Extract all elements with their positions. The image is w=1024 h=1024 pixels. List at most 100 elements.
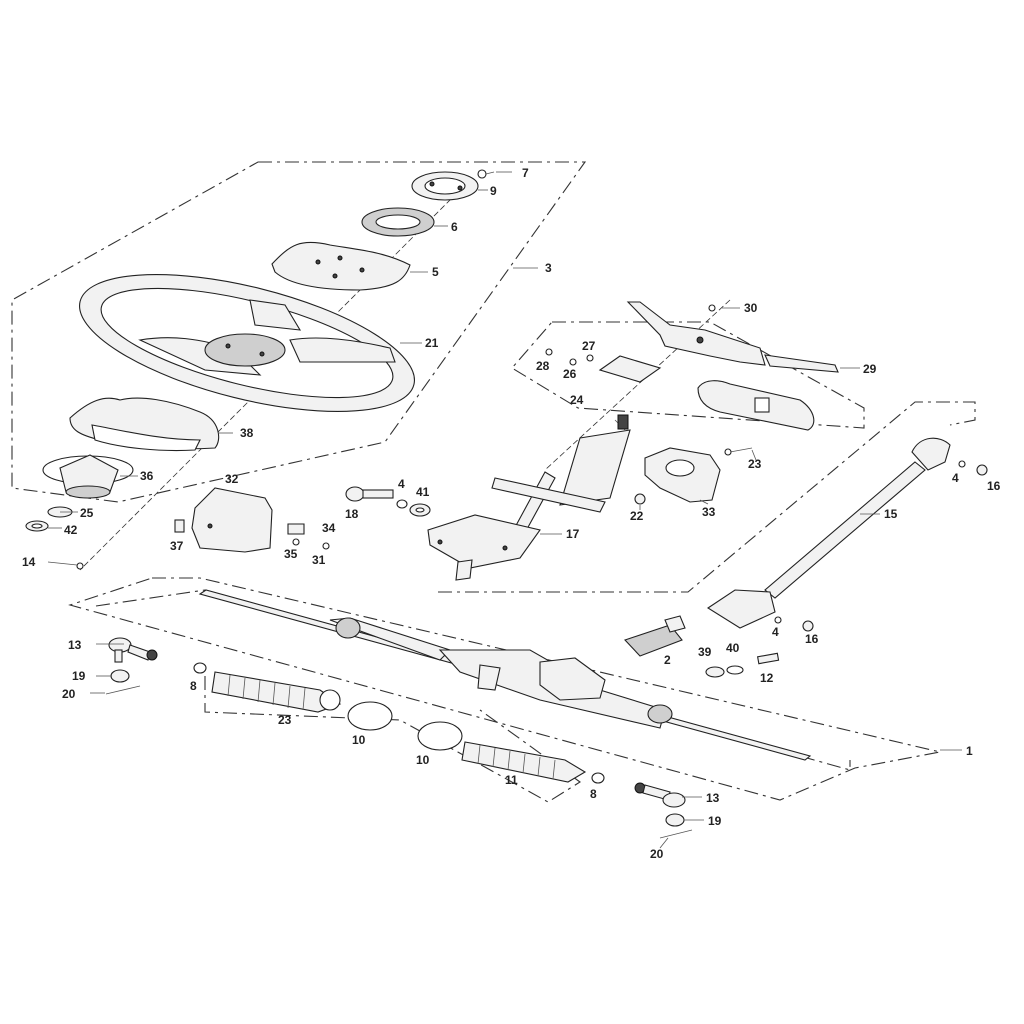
callout-10-right: 10 [416,753,430,767]
column-bracket-part-24 [598,355,662,383]
callout-11: 11 [505,773,518,787]
bolt-part-4-16-lower [774,616,814,632]
callout-22: 22 [630,509,644,523]
boot-part-23 [211,671,342,713]
callout-18: 18 [345,507,359,521]
callout-labels: 7 9 6 5 3 21 38 36 25 42 14 32 37 34 35 … [22,166,1001,861]
callout-23-boot: 23 [278,713,292,727]
horn-cap-part [411,171,479,201]
steering-rack-part [198,589,812,761]
callout-35: 35 [284,547,298,561]
steering-wheel-group-boundary [11,161,587,503]
column-boot-part [42,454,134,499]
callout-33: 33 [702,505,716,519]
nut-part-19-left [110,669,130,683]
callout-34: 34 [322,521,336,535]
callout-8-right: 8 [590,787,597,801]
shroud-lower-part [191,487,273,553]
boot-part-11 [461,741,587,783]
callout-10-left: 10 [352,733,366,747]
column-housing-part-33 [644,447,721,503]
callout-13-left: 13 [68,638,82,652]
washer-part-27 [586,354,594,362]
intermediate-shaft-part [706,437,951,629]
bolt-part-4-16-upper [958,460,988,476]
column-axis-line [544,299,731,471]
steering-wheel-part [79,274,415,412]
callout-39: 39 [698,645,712,659]
pinion-coupler-part-2 [624,615,686,657]
callout-41: 41 [416,485,430,499]
cotter-pin-20-left [105,685,141,695]
callout-12: 12 [760,671,774,685]
callout-20-right: 20 [650,847,664,861]
callout-36: 36 [140,469,154,483]
column-assembly-boundary [438,401,976,593]
column-group-boundary [511,321,865,429]
tie-rod-end-right [634,782,686,808]
washer-part-41 [409,503,431,517]
combination-switch-part [626,301,839,373]
bolt-part-18 [345,486,394,502]
clamp-part-8-right [591,772,605,784]
callout-30: 30 [744,301,758,315]
callout-9: 9 [490,184,497,198]
clamp-part-8-left [193,662,207,674]
callout-19-right: 19 [708,814,722,828]
callout-40: 40 [726,641,740,655]
callout-5: 5 [432,265,439,279]
callout-8-left: 8 [190,679,197,693]
callout-31: 31 [312,553,326,567]
callout-21: 21 [425,336,439,350]
callout-26: 26 [563,367,577,381]
screw-part-28 [545,348,553,356]
callout-13-right: 13 [706,791,720,805]
callout-4-upper: 4 [952,471,959,485]
rack-assembly-boundary [68,577,941,801]
screw-part-7 [477,169,495,179]
bolt-part-12 [756,652,780,665]
callout-7: 7 [522,166,529,180]
callout-42: 42 [64,523,78,537]
callout-15: 15 [884,507,898,521]
leader-lines [47,171,962,849]
callout-4-column: 4 [398,477,405,491]
callout-32: 32 [225,472,239,486]
clip-part-34 [287,523,305,535]
nut-part-19-right [665,813,685,827]
callout-14: 14 [22,555,36,569]
callout-1: 1 [966,744,973,758]
screw-part-35 [292,538,300,546]
callout-16-upper: 16 [987,479,1001,493]
screw-part-14 [76,562,84,570]
column-mount-bracket-17 [427,514,541,581]
callout-6: 6 [451,220,458,234]
callout-27: 27 [582,339,596,353]
callout-28: 28 [536,359,550,373]
tie-rod-end-left [108,637,151,663]
ball-joint-left [146,649,158,661]
callout-24: 24 [570,393,584,407]
clamp-ring-10-right [417,721,463,751]
callout-17: 17 [566,527,580,541]
seal-part-40 [726,665,744,675]
callout-37: 37 [170,539,184,553]
callout-29: 29 [863,362,877,376]
nut-part-22 [634,493,646,505]
callout-16-lower: 16 [805,632,819,646]
screw-part-31 [322,542,330,550]
callout-25: 25 [80,506,94,520]
clamp-ring-10-left [347,701,393,731]
callout-2: 2 [664,653,671,667]
callout-4-lower: 4 [772,625,779,639]
callout-19-left: 19 [72,669,86,683]
nut-part-26 [569,358,577,366]
washer-part-4-column [396,499,408,509]
column-cover-upper-part [69,397,220,452]
nut-part-42 [25,520,49,532]
screw-part-23-upper [724,447,753,456]
callout-38: 38 [240,426,254,440]
seal-part-39 [705,666,725,678]
callout-3: 3 [545,261,552,275]
